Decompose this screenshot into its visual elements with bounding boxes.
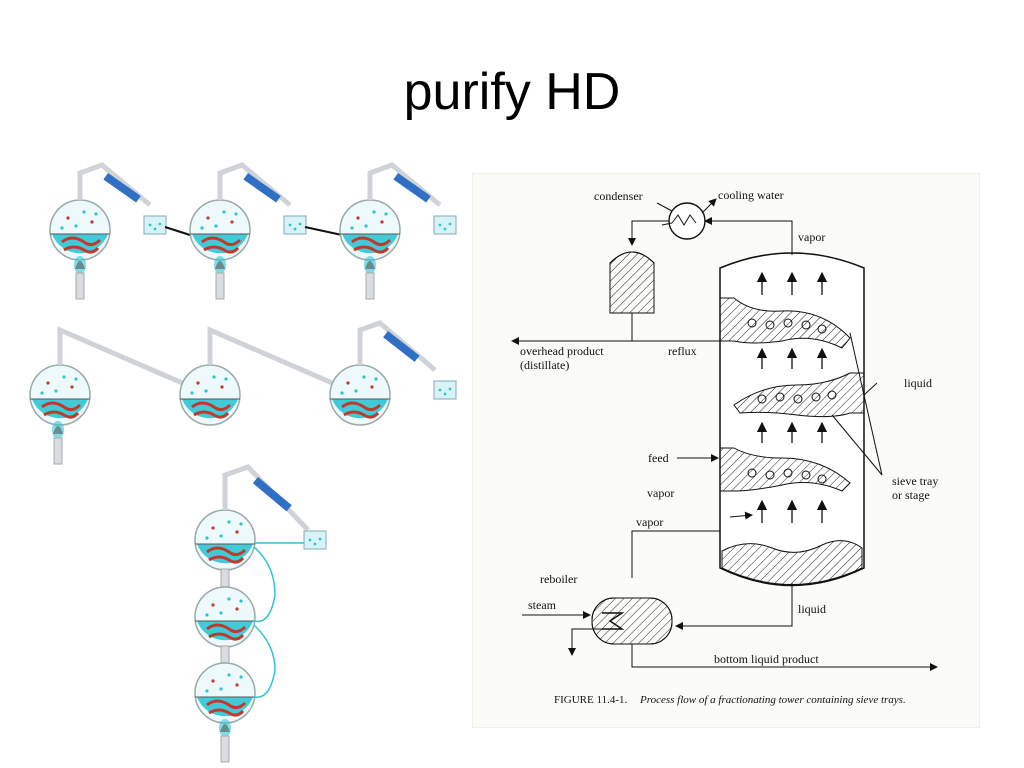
reflux-drum (609, 251, 655, 314)
tower-bottom-liquid (721, 540, 863, 585)
label-overhead-product: overhead product (520, 344, 604, 358)
label-sieve-tray: sieve tray (892, 474, 938, 488)
sieve-tray-1 (719, 297, 851, 349)
reboiler-unit (591, 597, 673, 645)
label-liquid-bottom: liquid (798, 602, 826, 616)
label-vapor-mid: vapor (647, 486, 674, 500)
label-reflux: reflux (668, 344, 697, 358)
label-reboiler: reboiler (540, 572, 577, 586)
sieve-tray-3 (719, 447, 851, 492)
row-2-connected-stills (28, 320, 457, 465)
distillation-illustrations (28, 162, 457, 763)
caption-figure-number: FIGURE 11.4-1. (554, 694, 627, 706)
condenser-symbol (668, 202, 706, 240)
label-vapor-top: vapor (798, 230, 825, 244)
row-3-stacked-column (193, 464, 327, 763)
label-vapor-reboiler: vapor (636, 515, 663, 529)
caption-text: Process flow of a fractionating tower co… (639, 694, 906, 706)
label-or-stage: or stage (892, 488, 930, 502)
label-distillate: (distillate) (520, 358, 569, 372)
label-bottom-product: bottom liquid product (714, 652, 819, 666)
row-1-simple-stills (48, 162, 457, 300)
slide-title: purify HD (403, 63, 621, 121)
label-liquid: liquid (904, 376, 932, 390)
label-feed: feed (648, 451, 669, 465)
label-condenser: condenser (594, 189, 643, 203)
label-steam: steam (528, 598, 557, 612)
label-cooling-water: cooling water (718, 188, 784, 202)
fractionating-tower-diagram: condenser cooling water vapor overhead p… (472, 173, 980, 728)
